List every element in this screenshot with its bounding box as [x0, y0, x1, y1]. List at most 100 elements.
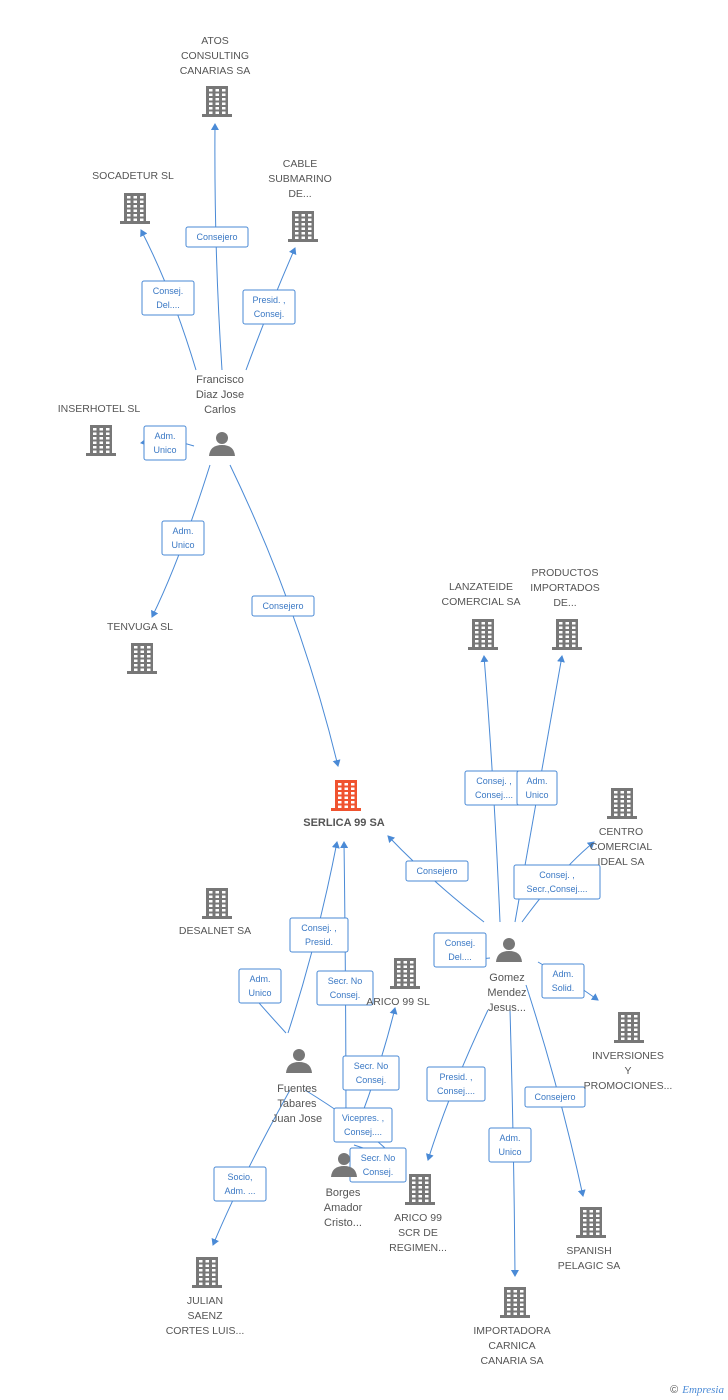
edge-label-gomez-to-lanzateide[interactable]: Consej. , Consej.... [464, 770, 524, 806]
node-socadetur[interactable]: SOCADETUR SL [92, 170, 174, 224]
edge-label-box [141, 280, 195, 316]
edge-label-text: Consej. , [476, 776, 512, 786]
edge-label-box [161, 520, 205, 556]
node-label: DESALNET SA [179, 925, 251, 937]
edge-label-gomez-to-centro[interactable]: Consej. ,Secr.,Consej.... [513, 864, 601, 900]
edge-label-francisco-to-atos[interactable]: Consejero [185, 226, 249, 248]
edge-label-text: Adm. ... [224, 1186, 255, 1196]
node-label: CANARIA SA [480, 1355, 543, 1367]
edge-label-text: Consej.... [475, 790, 513, 800]
edge-label-box [289, 917, 349, 953]
node-label: Gomez [489, 972, 524, 984]
node-inserhotel[interactable]: INSERHOTEL SL [58, 403, 141, 456]
edge-francisco-to-atos [210, 123, 223, 371]
edge-label-gomez-to-inversiones[interactable]: Adm.Solid. [541, 963, 585, 999]
building-icon [127, 643, 157, 674]
node-label: Amador [324, 1202, 363, 1214]
edge-label-box [333, 1107, 393, 1143]
edge-label-box [238, 968, 282, 1004]
node-serlica[interactable]: SERLICA 99 SA [303, 780, 385, 829]
node-cable[interactable]: CABLESUBMARINODE... [268, 158, 332, 242]
edge-label-fuentes-to-serlica[interactable]: Consej. ,Presid. [289, 917, 349, 953]
edge-label-fuentes-to-arico_scr[interactable]: Vicepres. ,Consej.... [333, 1107, 393, 1143]
edge-label-box [541, 963, 585, 999]
edge-label-gomez-to-importadora[interactable]: Adm.Unico [488, 1127, 532, 1163]
edge-label-gomez-to-spanish[interactable]: Consejero [524, 1086, 586, 1108]
edge-label-gomez-to-serlica[interactable]: Consejero [405, 860, 469, 882]
node-arico_scr[interactable]: ARICO 99 SCR DE REGIMEN... [389, 1174, 447, 1254]
edge-label-text: Del.... [156, 300, 180, 310]
edge-label-gomez-to-arico_scr[interactable]: Presid. , Consej.... [426, 1066, 486, 1102]
edge-label-text: Adm. [552, 969, 573, 979]
node-label: SCR DE [398, 1227, 438, 1239]
node-label: CABLE [283, 158, 317, 170]
edge-label-text: Consej. , [539, 870, 575, 880]
node-gomez[interactable]: GomezMendezJesus... [487, 938, 527, 1014]
edge-label-text: Consej.... [437, 1086, 475, 1096]
node-label: TENVUGA SL [107, 621, 173, 633]
edge-label-text: Unico [171, 540, 194, 550]
node-inversiones[interactable]: INVERSIONESYPROMOCIONES... [584, 1012, 673, 1092]
edge-label-text: Del.... [448, 952, 472, 962]
edge-label-francisco-to-cable[interactable]: Presid. ,Consej. [242, 289, 296, 325]
edge-label-box [342, 1055, 400, 1091]
edge-label-francisco-to-serlica[interactable]: Consejero [251, 595, 315, 617]
node-label: Jesus... [488, 1002, 526, 1014]
edge-label-fuentes-to-desalnet[interactable]: Adm.Unico [238, 968, 282, 1004]
building-icon [202, 86, 232, 117]
node-label: CANARIAS SA [180, 65, 251, 77]
edge-label-box [213, 1166, 267, 1202]
building-icon [468, 619, 498, 650]
edge-label-gomez-to-productos[interactable]: Adm.Unico [516, 770, 558, 806]
edge-label-francisco-to-socadetur[interactable]: Consej.Del.... [141, 280, 195, 316]
node-label: PELAGIC SA [558, 1260, 620, 1272]
building-icon [390, 958, 420, 989]
edge-label-text: Consej. [356, 1075, 387, 1085]
building-icon [500, 1287, 530, 1318]
edge-label-box [524, 1086, 586, 1108]
node-desalnet[interactable]: DESALNET SA [179, 888, 251, 937]
edge-label-text: Secr. No [354, 1061, 389, 1071]
node-label: INSERHOTEL SL [58, 403, 141, 415]
node-label: ARICO 99 [394, 1212, 442, 1224]
node-label: Y [624, 1065, 631, 1077]
edge-label-gomez-to-arico_sl[interactable]: Consej.Del.... [433, 932, 487, 968]
node-label: CORTES LUIS... [166, 1325, 245, 1337]
node-label: JULIAN [187, 1295, 223, 1307]
node-borges[interactable]: BorgesAmadorCristo... [324, 1153, 363, 1229]
edge-label-box [513, 864, 601, 900]
edge-label-francisco-to-inserhotel[interactable]: Adm.Unico [143, 425, 187, 461]
brand-name: Empresia [682, 1384, 724, 1396]
edge-label-box [405, 860, 469, 882]
edge-label-borges-to-arico_sl[interactable]: Secr. No Consej. [342, 1055, 400, 1091]
node-label: REGIMEN... [389, 1242, 447, 1254]
building-icon [576, 1207, 606, 1238]
node-label: CONSULTING [181, 50, 249, 62]
edge-label-text: Adm. [249, 974, 270, 984]
edge-label-box [488, 1127, 532, 1163]
node-atos[interactable]: ATOS CONSULTING CANARIAS SA [180, 35, 251, 117]
edge-label-text: Secr. No [328, 976, 363, 986]
node-label: Borges [326, 1187, 361, 1199]
node-label: Carlos [204, 404, 236, 416]
edge-label-text: Presid. , [439, 1072, 472, 1082]
edge-label-box [426, 1066, 486, 1102]
edge-label-fuentes-to-julian[interactable]: Socio,Adm. ... [213, 1166, 267, 1202]
node-productos[interactable]: PRODUCTOSIMPORTADOSDE... [530, 567, 600, 650]
node-arico_sl[interactable]: ARICO 99 SL [366, 958, 430, 1008]
edge-label-box [143, 425, 187, 461]
node-tenvuga[interactable]: TENVUGA SL [107, 621, 173, 674]
node-label: ATOS [201, 35, 229, 47]
node-label: ARICO 99 SL [366, 996, 430, 1008]
building-icon [405, 1174, 435, 1205]
edge-label-francisco-to-tenvuga[interactable]: Adm.Unico [161, 520, 205, 556]
